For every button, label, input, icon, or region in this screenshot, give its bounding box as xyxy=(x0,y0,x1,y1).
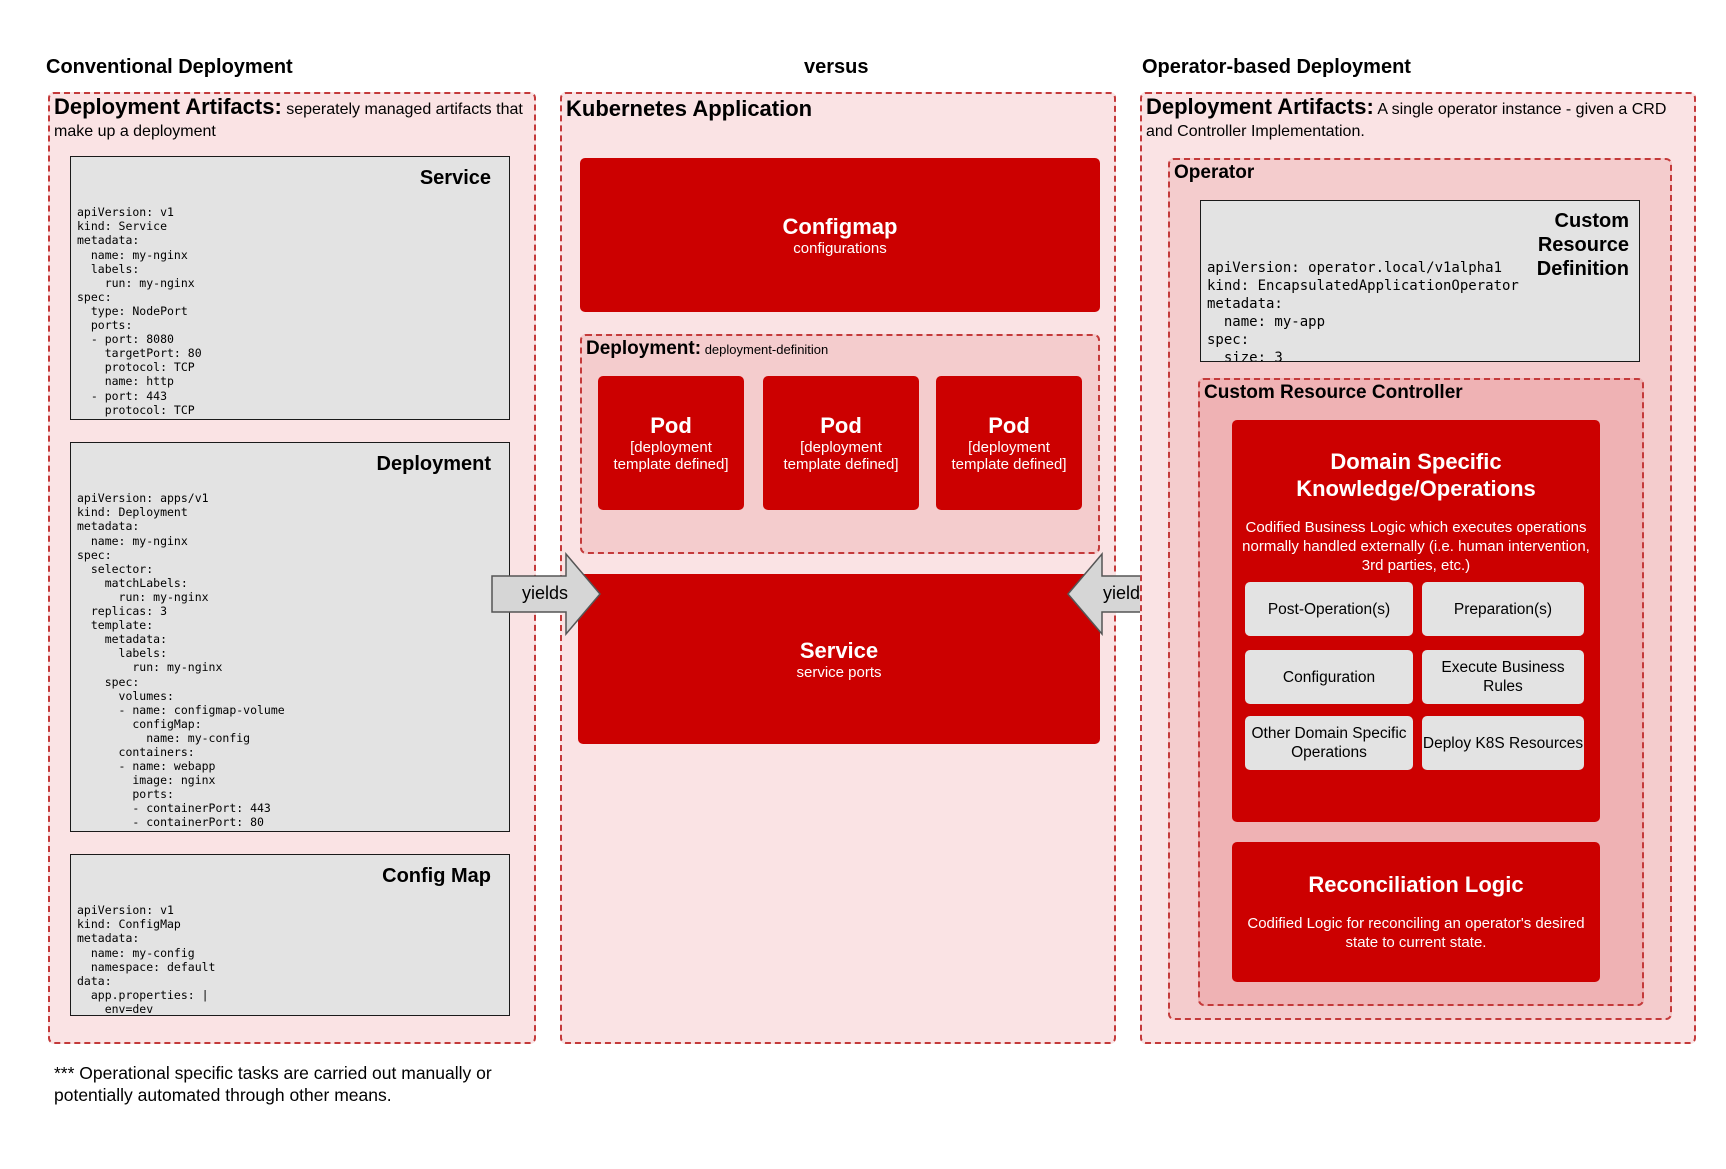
op-configuration: Configuration xyxy=(1245,650,1413,704)
pod-1-title: Pod xyxy=(650,413,692,438)
left-lane-header: Deployment Artifacts: seperately managed… xyxy=(54,96,530,143)
service-block-subtitle: service ports xyxy=(796,663,882,681)
custom-resource-controller: Custom Resource Controller Domain Specif… xyxy=(1198,378,1644,1006)
left-yields-arrow xyxy=(491,552,601,636)
pod-2-title: Pod xyxy=(820,413,862,438)
left-yields-label: yields xyxy=(521,583,569,603)
operator-label: Operator xyxy=(1174,162,1255,183)
deployment-group-header: Deployment: deployment-definition xyxy=(586,338,828,361)
configmap-artifact-title: Config Map xyxy=(382,865,491,887)
service-block: Service service ports xyxy=(578,574,1100,744)
pod-1-subtitle: [deployment template defined] xyxy=(613,439,729,473)
pod-3-subtitle: [deployment template defined] xyxy=(951,439,1067,473)
crd-artifact-code: apiVersion: operator.local/v1alpha1 kind… xyxy=(1207,260,1519,362)
operator-group: Operator Custom Resource Definition apiV… xyxy=(1168,158,1672,1020)
op-deploy-k8s-resources: Deploy K8S Resources xyxy=(1422,716,1584,770)
configmap-block-subtitle: configurations xyxy=(793,239,887,257)
right-column-title: Operator-based Deployment xyxy=(1142,56,1411,78)
left-lane: Deployment Artifacts: seperately managed… xyxy=(48,92,536,1044)
pod-2-subtitle: [deployment template defined] xyxy=(783,439,899,473)
deployment-group-header-bold: Deployment: xyxy=(586,338,702,359)
reconciliation-title: Reconciliation Logic xyxy=(1308,872,1524,897)
crd-artifact-title: Custom Resource Definition xyxy=(1536,210,1629,280)
service-artifact: Service apiVersion: v1 kind: Service met… xyxy=(70,156,510,420)
configmap-block-title: Configmap xyxy=(782,213,898,239)
service-artifact-code: apiVersion: v1 kind: Service metadata: n… xyxy=(77,205,202,419)
pod-3-title: Pod xyxy=(988,413,1030,438)
domain-specific-title: Domain Specific Knowledge/Operations xyxy=(1296,449,1536,501)
left-header-text: seperately managed artifacts that make u… xyxy=(54,101,523,140)
reconciliation-description: Codified Logic for reconciling an operat… xyxy=(1247,915,1585,951)
pod-3: Pod [deployment template defined] xyxy=(936,376,1082,510)
deployment-artifact: Deployment apiVersion: apps/v1 kind: Dep… xyxy=(70,442,510,832)
left-column-title: Conventional Deployment xyxy=(46,56,293,78)
deployment-artifact-title: Deployment xyxy=(376,453,491,475)
pod-1: Pod [deployment template defined] xyxy=(598,376,744,510)
op-preparations: Preparation(s) xyxy=(1422,582,1584,636)
service-block-title: Service xyxy=(799,637,879,663)
right-header-bold: Deployment Artifacts: xyxy=(1146,94,1374,119)
right-yields-label: yields xyxy=(1102,583,1150,603)
pod-2: Pod [deployment template defined] xyxy=(763,376,919,510)
configmap-artifact: Config Map apiVersion: v1 kind: ConfigMa… xyxy=(70,854,510,1016)
footnote: *** Operational specific tasks are carri… xyxy=(54,1063,492,1105)
op-post-operations: Post-Operation(s) xyxy=(1245,582,1413,636)
right-lane-header: Deployment Artifacts: A single operator … xyxy=(1146,96,1686,143)
deployment-artifact-code: apiVersion: apps/v1 kind: Deployment met… xyxy=(77,491,285,831)
left-arrow-shape xyxy=(491,552,601,636)
op-execute-business-rules: Execute Business Rules xyxy=(1422,650,1584,704)
deployment-group: Deployment: deployment-definition Pod [d… xyxy=(580,334,1100,554)
right-lane: Deployment Artifacts: A single operator … xyxy=(1140,92,1696,1044)
op-other-domain-specific: Other Domain Specific Operations xyxy=(1245,716,1413,770)
configmap-block: Configmap configurations xyxy=(580,158,1100,312)
middle-lane: Kubernetes Application Configmap configu… xyxy=(560,92,1116,1044)
crd-artifact: Custom Resource Definition apiVersion: o… xyxy=(1200,200,1640,362)
right-header-text: A single operator instance - given a CRD… xyxy=(1146,101,1667,140)
controller-label: Custom Resource Controller xyxy=(1204,382,1463,403)
left-header-bold: Deployment Artifacts: xyxy=(54,94,282,119)
reconciliation-block: Reconciliation Logic Codified Logic for … xyxy=(1232,842,1600,982)
kubernetes-application-header: Kubernetes Application xyxy=(566,96,813,121)
configmap-artifact-code: apiVersion: v1 kind: ConfigMap metadata:… xyxy=(77,903,216,1016)
middle-column-title: versus xyxy=(804,56,869,78)
service-artifact-title: Service xyxy=(419,167,491,189)
deployment-group-header-text: deployment-definition xyxy=(701,342,829,357)
domain-specific-description: Codified Business Logic which executes o… xyxy=(1242,519,1590,574)
